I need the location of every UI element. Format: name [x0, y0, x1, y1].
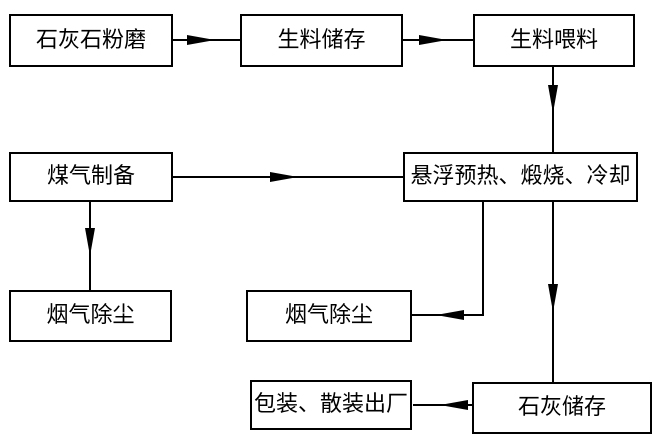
node-raw-meal-feeding: 生料喂料 [473, 14, 635, 67]
arrowhead-gas-to-kiln [270, 172, 298, 182]
arrowhead-limestone-to-storage [187, 35, 215, 45]
node-label-suspension-preheat-calcine-cool: 悬浮预热、煅烧、冷却 [410, 164, 631, 189]
node-label-packing-bulk-shipping: 包装、散装出厂 [253, 392, 408, 417]
node-label-raw-meal-feeding: 生料喂料 [509, 27, 598, 53]
arrowhead-lime-storage-to-packing [440, 400, 468, 410]
arrowhead-feeding-to-kiln [548, 85, 558, 113]
connector-kiln-to-dedusting-vertical-line [482, 202, 484, 316]
node-flue-gas-dedusting-left: 烟气除尘 [9, 290, 172, 342]
node-raw-meal-storage: 生料储存 [240, 14, 403, 67]
node-label-gas-preparation: 煤气制备 [46, 164, 135, 189]
arrowhead-kiln-to-dedusting [436, 310, 464, 320]
node-label-limestone-grinding: 石灰石粉磨 [35, 27, 146, 53]
node-label-flue-gas-dedusting-center: 烟气除尘 [284, 303, 373, 328]
arrowhead-gas-to-dedusting [85, 228, 95, 256]
node-flue-gas-dedusting-center: 烟气除尘 [246, 290, 412, 342]
node-label-lime-storage: 石灰储存 [517, 395, 606, 420]
node-packing-bulk-shipping: 包装、散装出厂 [250, 380, 412, 430]
node-limestone-grinding: 石灰石粉磨 [9, 14, 173, 67]
node-gas-preparation: 煤气制备 [9, 152, 173, 202]
arrowhead-storage-to-feeding [419, 35, 447, 45]
arrowhead-kiln-to-lime-storage [548, 284, 558, 312]
node-lime-storage: 石灰储存 [472, 382, 652, 434]
node-label-raw-meal-storage: 生料储存 [277, 27, 366, 53]
node-label-flue-gas-dedusting-left: 烟气除尘 [46, 303, 135, 328]
node-suspension-preheat-calcine-cool: 悬浮预热、煅烧、冷却 [403, 152, 638, 202]
